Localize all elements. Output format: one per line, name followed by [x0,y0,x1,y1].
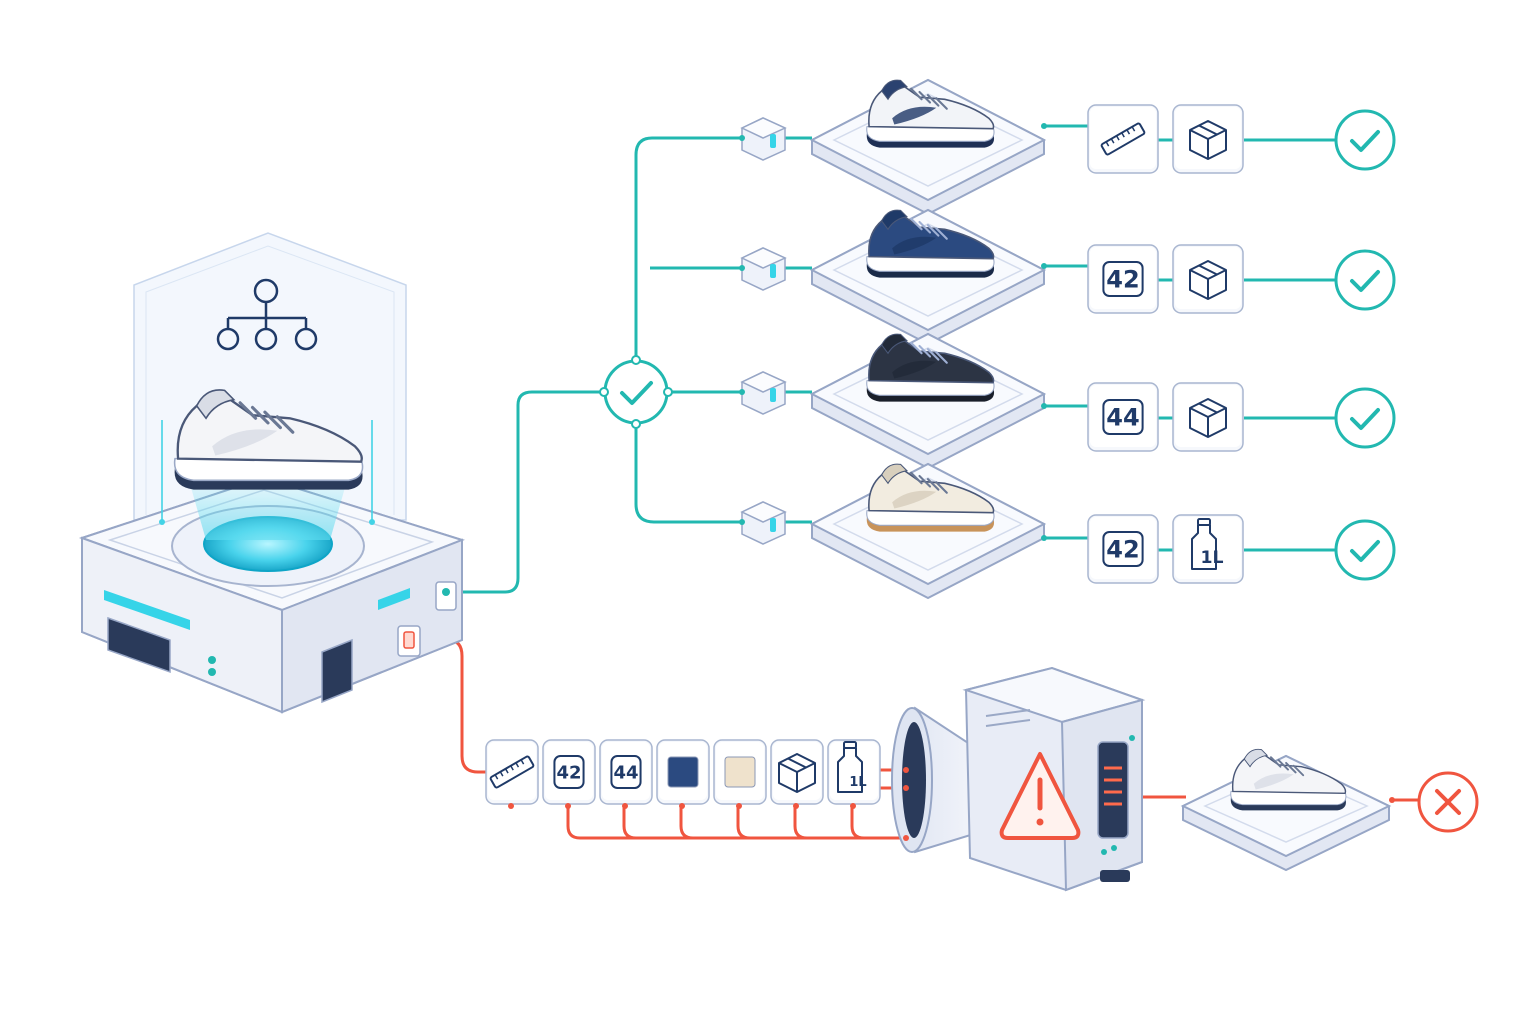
attribute-chip: 42 [1087,514,1159,584]
attribute-chip [1172,382,1244,452]
warning-icon [999,752,1081,840]
attribute-chip: 44 [1087,382,1159,452]
attribute-chip [770,739,824,805]
box-icon [1189,260,1227,300]
attribute-chip: 44 [599,739,653,805]
attribute-chip [1172,104,1244,174]
bottle-icon [837,741,863,793]
box-icon [1189,120,1227,160]
chip-label: 1L [1200,548,1223,568]
validator-device [891,666,1146,892]
variant-shoe [866,79,995,148]
chip-label: 42 [1106,266,1139,294]
bottle-icon [1191,518,1217,570]
ruler-icon [1100,122,1146,156]
check-icon [1350,540,1380,562]
validation-hub [599,355,673,429]
attribute-chip [713,739,767,805]
connector-node [739,247,787,291]
check-icon [1350,270,1380,292]
box-icon [778,753,816,793]
attribute-chip [656,739,710,805]
chip-label: 42 [1106,536,1139,564]
attribute-chip: 42 [1087,244,1159,314]
rejected-shoe [1230,748,1347,811]
chip-label: 1L [849,775,866,790]
ruler-icon [489,755,535,789]
attribute-chip [485,739,539,805]
status-indicator [1334,387,1396,449]
teal-connectors [455,124,1336,594]
status-indicator [1334,519,1396,581]
box-icon [1189,398,1227,438]
attribute-chip: 1L [827,739,881,805]
variant-shoe [866,333,995,402]
check-icon [1350,408,1380,430]
cross-icon [1435,789,1461,815]
chip-label: 44 [1106,404,1139,432]
attribute-chip [1087,104,1159,174]
attribute-chip: 1L [1172,514,1244,584]
attribute-chip: 42 [542,739,596,805]
status-indicator [1334,109,1396,171]
connector-node [739,501,787,545]
chip-label: 42 [556,762,581,783]
rejected-output [1180,748,1479,872]
check-icon [1350,130,1380,152]
rejected-attribute-strip: 42 44 1L [485,739,881,809]
status-indicator [1334,249,1396,311]
swatch-icon [667,756,699,788]
source-shoe [173,389,364,490]
check-icon [620,381,653,405]
swatch-icon [724,756,756,788]
source-machine [78,232,466,714]
variant-row: 42 1L [739,462,1396,600]
variant-shoe [866,463,995,532]
variant-row [739,78,1396,216]
variant-shoe [866,209,995,278]
connector-node [739,371,787,415]
variant-row: 44 [739,332,1396,470]
rejected-shoe-tray [1180,748,1392,872]
variant-rows: 42 44 42 1L [739,78,1396,600]
variant-row: 42 [739,208,1396,346]
connector-node [739,117,787,161]
chip-label: 44 [613,762,638,783]
attribute-chip [1172,244,1244,314]
hierarchy-icon [216,278,318,351]
